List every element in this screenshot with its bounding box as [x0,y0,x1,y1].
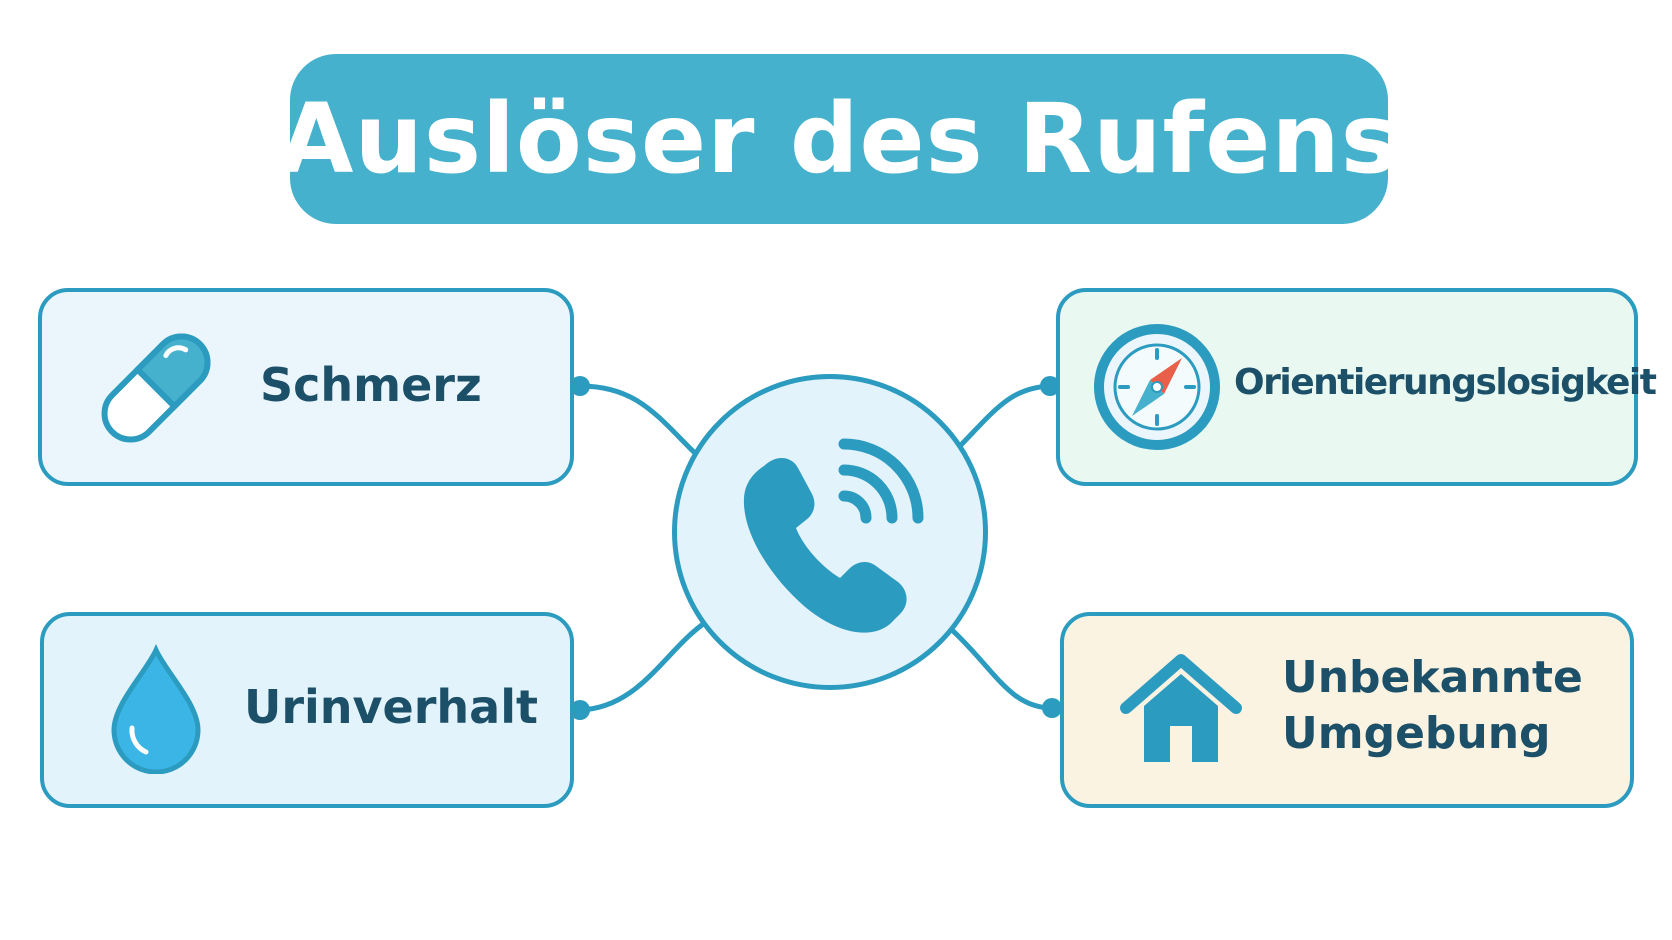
water-drop-icon [111,644,201,774]
connector-orient [957,383,1053,449]
connector-dot-umgebung [1042,698,1062,718]
central-hub [672,374,988,690]
connector-urin [577,619,709,713]
diagram-title: Auslöser des Rufens [279,83,1399,195]
title-banner: Auslöser des Rufens [279,54,1398,224]
connector-schmerz [577,383,703,461]
connector-dot-urin [570,700,590,720]
trigger-card-orientierungslosigkeit: Orientierungslosigkeit [1056,288,1657,486]
trigger-label-schmerz: Schmerz [260,358,482,412]
trigger-card-unbekannte-umgebung: Unbekannte Umgebung [1060,612,1634,808]
house-icon [1120,654,1242,762]
connector-dot-orient [1040,376,1060,396]
trigger-label-urinverhalt: Urinverhalt [244,680,538,734]
trigger-label-orientierungslosigkeit: Orientierungslosigkeit [1234,362,1657,403]
compass-icon [1094,324,1220,450]
trigger-label-unbekannte: Unbekannte [1282,652,1583,703]
phone-call-icon [743,438,924,633]
trigger-card-urinverhalt: Urinverhalt [40,612,574,808]
connector-umgebung [949,627,1055,711]
trigger-card-schmerz: Schmerz [38,288,574,486]
trigger-label-umgebung: Umgebung [1282,708,1551,759]
pill-capsule-icon [101,333,211,443]
connector-dot-schmerz [570,376,590,396]
